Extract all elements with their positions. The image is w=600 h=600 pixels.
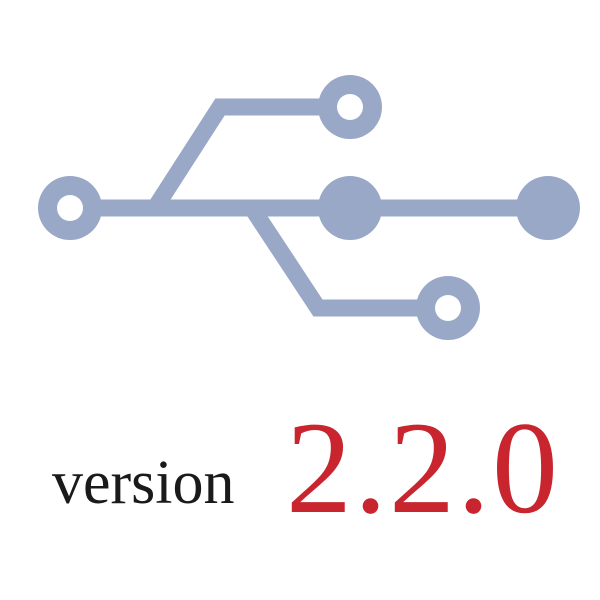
- version-label: version: [52, 449, 235, 517]
- version-number: 2.2.0: [286, 394, 560, 541]
- upper-branch-line: [147, 98, 350, 213]
- upper-node-hole: [337, 94, 363, 120]
- middle-node: [318, 176, 382, 240]
- lower-node-hole: [435, 295, 461, 321]
- start-node-hole: [57, 195, 83, 221]
- branching-graph-icon: [38, 75, 580, 340]
- lower-branch-line: [244, 203, 448, 317]
- graph-lines: [70, 98, 548, 317]
- end-node: [516, 176, 580, 240]
